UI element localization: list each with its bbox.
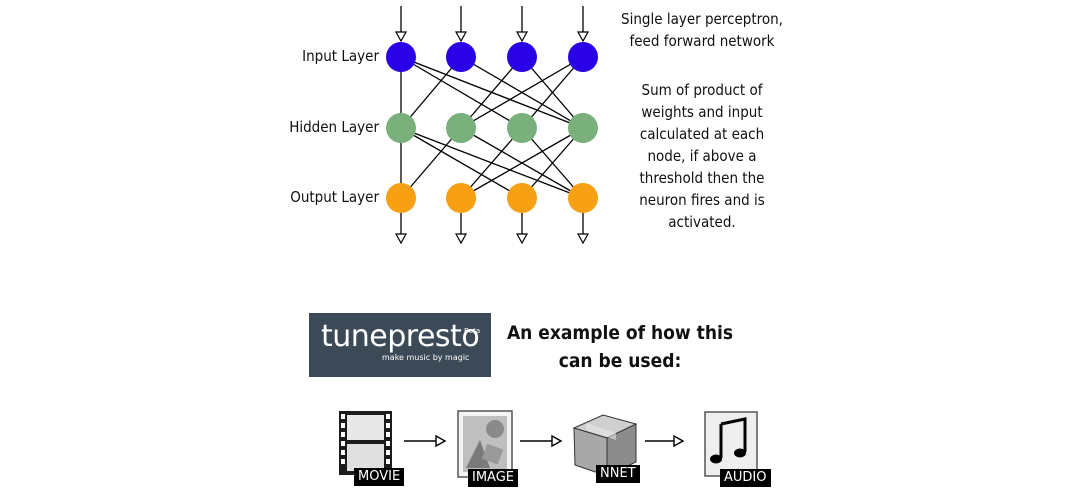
io-arrows — [394, 6, 590, 245]
hidden-node — [386, 113, 416, 143]
output-layer-label: Output Layer — [290, 188, 379, 206]
movie-label: MOVIE — [354, 468, 405, 486]
connection-line — [400, 127, 462, 199]
network-description: Single layer perceptron, feed forward ne… — [612, 8, 792, 52]
input-node — [507, 42, 537, 72]
description-line: weights and input — [641, 103, 763, 121]
hidden-node — [568, 113, 598, 143]
input-arrowhead — [576, 31, 590, 43]
output-node — [446, 183, 476, 213]
connection-line — [460, 56, 584, 129]
network-nodes — [386, 42, 598, 213]
connection-line — [460, 127, 584, 199]
connection-line — [400, 56, 584, 129]
image-label: IMAGE — [468, 469, 519, 487]
activation-description: Sum of product of weights and input calc… — [612, 79, 792, 233]
description-line: feed forward network — [629, 32, 775, 50]
connection-line — [521, 56, 584, 129]
image-icon — [457, 410, 513, 478]
output-arrowhead — [394, 233, 408, 245]
description-line: neuron fires and is — [639, 191, 765, 209]
hidden-node — [446, 113, 476, 143]
input-node — [386, 42, 416, 72]
input-layer-label: Input Layer — [302, 47, 379, 65]
connection-line — [400, 56, 462, 129]
example-heading-line: can be used: — [558, 350, 682, 372]
description-line: calculated at each — [639, 125, 765, 143]
description-line: node, if above a — [647, 147, 757, 165]
hidden-layer-label: Hidden Layer — [289, 118, 379, 136]
nnet-label: NNET — [596, 465, 640, 483]
description-line: activated. — [668, 213, 736, 231]
input-node — [568, 42, 598, 72]
tunepresto-logo: tunepresto Beta make music by magic — [309, 313, 491, 377]
description-line: Sum of product of — [641, 81, 763, 99]
hidden-node — [507, 113, 537, 143]
music-note-icon — [704, 411, 758, 477]
input-arrowhead — [515, 31, 529, 43]
network-connections — [400, 56, 584, 199]
output-arrowhead — [515, 233, 529, 245]
output-node — [568, 183, 598, 213]
description-line: Single layer perceptron, — [621, 10, 783, 28]
example-heading: An example of how this can be used: — [505, 319, 735, 375]
audio-label: AUDIO — [720, 469, 771, 487]
example-heading-line: An example of how this — [506, 322, 734, 344]
box-icon — [572, 414, 638, 477]
connection-line — [400, 56, 523, 129]
output-node — [507, 183, 537, 213]
input-arrowhead — [394, 31, 408, 43]
connection-line — [400, 127, 523, 199]
film-icon — [339, 411, 392, 475]
logo-wordmark: tunepresto — [321, 319, 480, 354]
output-arrowhead — [576, 233, 590, 245]
input-arrowhead — [454, 31, 468, 43]
output-node — [386, 183, 416, 213]
input-node — [446, 42, 476, 72]
connection-line — [521, 127, 584, 199]
output-arrowhead — [454, 233, 468, 245]
logo-beta-badge: Beta — [464, 327, 481, 335]
pipeline-arrows — [404, 434, 685, 448]
connection-line — [400, 127, 584, 199]
logo-tagline: make music by magic — [382, 353, 470, 362]
description-line: threshold then the — [639, 169, 765, 187]
